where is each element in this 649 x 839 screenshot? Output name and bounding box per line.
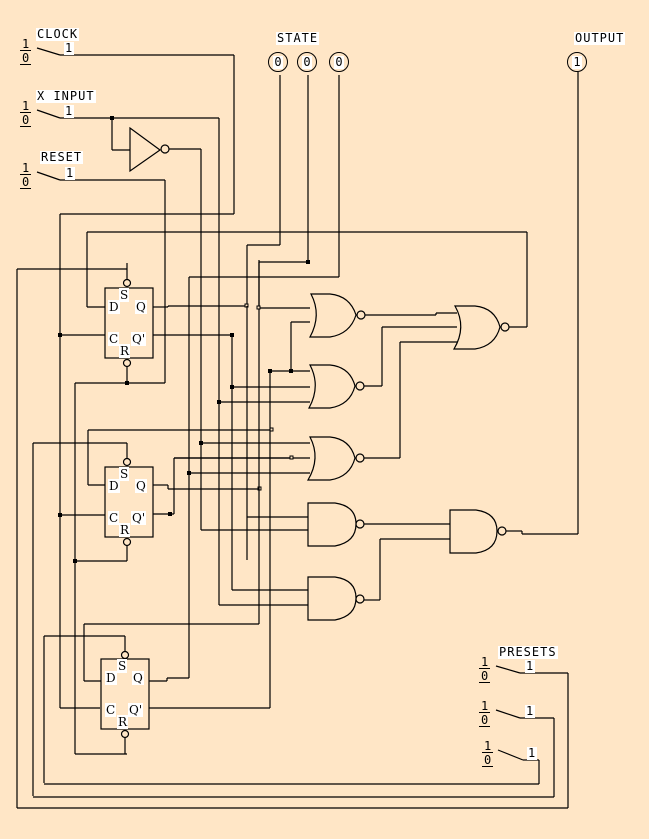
flipflop-1 bbox=[16, 231, 528, 808]
nor-gate-2 bbox=[307, 326, 457, 409]
state-probe-3: 0 bbox=[329, 52, 349, 72]
x-input-switch[interactable] bbox=[36, 109, 219, 119]
state-probe-2: 0 bbox=[297, 52, 317, 72]
gate-input-wires bbox=[174, 321, 310, 606]
x-inverter bbox=[129, 126, 202, 530]
preset-1-value: 1 bbox=[525, 659, 536, 673]
state-wires bbox=[256, 75, 310, 310]
x-input-switch-top[interactable]: 1 bbox=[20, 99, 32, 113]
x-input-switch-bottom[interactable]: 0 bbox=[20, 113, 32, 127]
preset-3-switch-bottom[interactable]: 0 bbox=[482, 753, 494, 767]
ff2-pin-q: Q bbox=[135, 479, 147, 493]
flipflop-3 bbox=[43, 260, 260, 783]
reset-switch[interactable] bbox=[36, 171, 165, 181]
reset-wire bbox=[73, 180, 166, 755]
state-label: STATE bbox=[276, 31, 320, 45]
clock-wire bbox=[58, 55, 235, 709]
ff2-pin-s: S bbox=[119, 467, 130, 481]
flipflop-3-outputs bbox=[149, 75, 340, 709]
clock-switch-bottom[interactable]: 0 bbox=[20, 51, 32, 65]
state-probe-1: 0 bbox=[268, 52, 288, 72]
preset-1-switch-top[interactable]: 1 bbox=[479, 655, 491, 669]
x-input-wire bbox=[110, 116, 220, 605]
ff1-pin-c: C bbox=[108, 332, 120, 346]
clock-value: 1 bbox=[64, 41, 75, 55]
ff1-pin-d: D bbox=[108, 300, 120, 314]
clock-label: CLOCK bbox=[36, 27, 80, 41]
ff1-pin-r: R bbox=[119, 344, 131, 358]
preset-switch-1[interactable] bbox=[17, 665, 569, 809]
reset-switch-top[interactable]: 1 bbox=[20, 161, 32, 175]
preset-switch-2[interactable] bbox=[33, 709, 555, 798]
clock-switch-top[interactable]: 1 bbox=[20, 37, 32, 51]
ff3-pin-r: R bbox=[117, 715, 129, 729]
reset-switch-bottom[interactable]: 0 bbox=[20, 175, 32, 189]
preset-3-value: 1 bbox=[527, 746, 538, 760]
presets-label: PRESETS bbox=[498, 645, 558, 659]
state-bit-1: 0 bbox=[273, 54, 283, 69]
ff3-pin-q: Q bbox=[132, 671, 144, 685]
ff2-pin-d: D bbox=[108, 479, 120, 493]
flipflop-2 bbox=[32, 427, 274, 796]
ff3-pin-d: D bbox=[105, 671, 117, 685]
reset-label: RESET bbox=[40, 150, 84, 164]
nor-gate-1 bbox=[308, 293, 457, 338]
output-probe: 1 bbox=[567, 52, 587, 72]
state-bit-3: 0 bbox=[334, 54, 344, 69]
output-label: OUTPUT bbox=[574, 31, 626, 45]
nand-gate-2 bbox=[307, 538, 450, 621]
clock-switch[interactable] bbox=[36, 47, 234, 56]
ff1-pin-qbar: Q' bbox=[131, 332, 147, 346]
x-input-label: X INPUT bbox=[36, 89, 96, 103]
nor-gate-3 bbox=[306, 341, 457, 481]
nand-gate-final bbox=[449, 72, 579, 554]
preset-1-switch-bottom[interactable]: 0 bbox=[479, 669, 491, 683]
x-input-value: 1 bbox=[64, 104, 75, 118]
ff3-pin-s: S bbox=[117, 659, 128, 673]
ff2-pin-qbar: Q' bbox=[131, 511, 147, 525]
preset-3-switch-top[interactable]: 1 bbox=[482, 739, 494, 753]
nor-gate-final bbox=[452, 305, 527, 350]
ff3-pin-c: C bbox=[105, 703, 117, 717]
reset-value: 1 bbox=[65, 166, 76, 180]
output-value: 1 bbox=[572, 54, 582, 69]
flipflop-1-outputs bbox=[153, 75, 281, 590]
ff1-pin-s: S bbox=[119, 288, 130, 302]
preset-switch-3[interactable] bbox=[44, 749, 540, 785]
state-bit-2: 0 bbox=[302, 54, 312, 69]
preset-2-value: 1 bbox=[525, 704, 536, 718]
preset-2-switch-top[interactable]: 1 bbox=[479, 699, 491, 713]
nand-gate-1 bbox=[307, 502, 450, 547]
preset-2-switch-bottom[interactable]: 0 bbox=[479, 713, 491, 727]
ff3-pin-qbar: Q' bbox=[128, 703, 144, 717]
ff2-pin-r: R bbox=[119, 523, 131, 537]
ff2-pin-c: C bbox=[108, 511, 120, 525]
ff1-pin-q: Q bbox=[135, 300, 147, 314]
